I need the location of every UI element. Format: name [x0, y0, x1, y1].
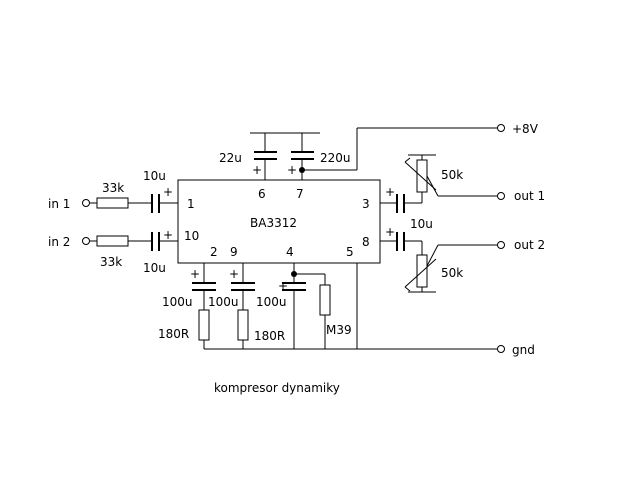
- pin-1-label: 1: [187, 197, 195, 211]
- diagram-caption: kompresor dynamiky: [214, 381, 340, 395]
- out2-wire-c: [426, 244, 439, 267]
- pot1-wiper: [404, 161, 437, 191]
- c6-plus: +: [252, 163, 262, 177]
- r9-label: 180R: [254, 329, 285, 343]
- ic-label: BA3312: [250, 216, 297, 230]
- pot1-label: 50k: [441, 168, 463, 182]
- c9-plus: +: [229, 267, 239, 281]
- r2-label: 180R: [158, 327, 189, 341]
- out1-label: out 1: [514, 189, 545, 203]
- c-out1-plus: +: [385, 185, 395, 199]
- pin-3-label: 3: [362, 197, 370, 211]
- pot1-wiper-tick: [404, 157, 411, 163]
- in1-label: in 1: [48, 197, 70, 211]
- c6-label: 22u: [219, 151, 242, 165]
- pin-5-label: 5: [346, 245, 354, 259]
- r-in2: [96, 235, 129, 247]
- gnd-label: gnd: [512, 343, 535, 357]
- in2-terminal: [82, 237, 90, 245]
- c-in1-label: 10u: [143, 169, 166, 183]
- r-in1-label: 33k: [102, 181, 124, 195]
- in2-label: in 2: [48, 235, 70, 249]
- c9-label: 100u: [208, 295, 239, 309]
- r4-label: M39: [326, 323, 352, 337]
- c-in1-plus: +: [163, 185, 173, 199]
- c4-label: 100u: [256, 295, 287, 309]
- ic-body: [177, 179, 381, 264]
- r4: [319, 284, 331, 316]
- pin-4-label: 4: [286, 245, 294, 259]
- pin-2-label: 2: [210, 245, 218, 259]
- pin-9-label: 9: [230, 245, 238, 259]
- r2: [198, 309, 210, 341]
- vcc-label: +8V: [512, 122, 539, 136]
- pin-10-label: 10: [184, 229, 199, 243]
- r-in2-label: 33k: [100, 255, 122, 269]
- out2-label: out 2: [514, 238, 545, 252]
- pot2-wiper: [404, 258, 437, 288]
- r9: [237, 309, 249, 341]
- pin-7-label: 7: [296, 187, 304, 201]
- out1-terminal: [497, 192, 505, 200]
- c-out2-plus: +: [385, 225, 395, 239]
- pin-8-label: 8: [362, 235, 370, 249]
- c2-plus: +: [190, 267, 200, 281]
- pot-out1: [416, 159, 428, 193]
- pot2-wiper-tick: [404, 286, 411, 292]
- c7-label: 220u: [320, 151, 351, 165]
- c-in2-label: 10u: [143, 261, 166, 275]
- vcc-terminal: [497, 124, 505, 132]
- gnd-terminal: [497, 345, 505, 353]
- r-in1: [96, 197, 129, 209]
- c2-label: 100u: [162, 295, 193, 309]
- c7-plus: +: [287, 163, 297, 177]
- pot2-label: 50k: [441, 266, 463, 280]
- c4-plus: +: [278, 279, 288, 293]
- c-in2-plus: +: [163, 228, 173, 242]
- pin-6-label: 6: [258, 187, 266, 201]
- out1-wire-c: [426, 175, 439, 197]
- in1-terminal: [82, 199, 90, 207]
- out2-terminal: [497, 241, 505, 249]
- c-out-label: 10u: [410, 217, 433, 231]
